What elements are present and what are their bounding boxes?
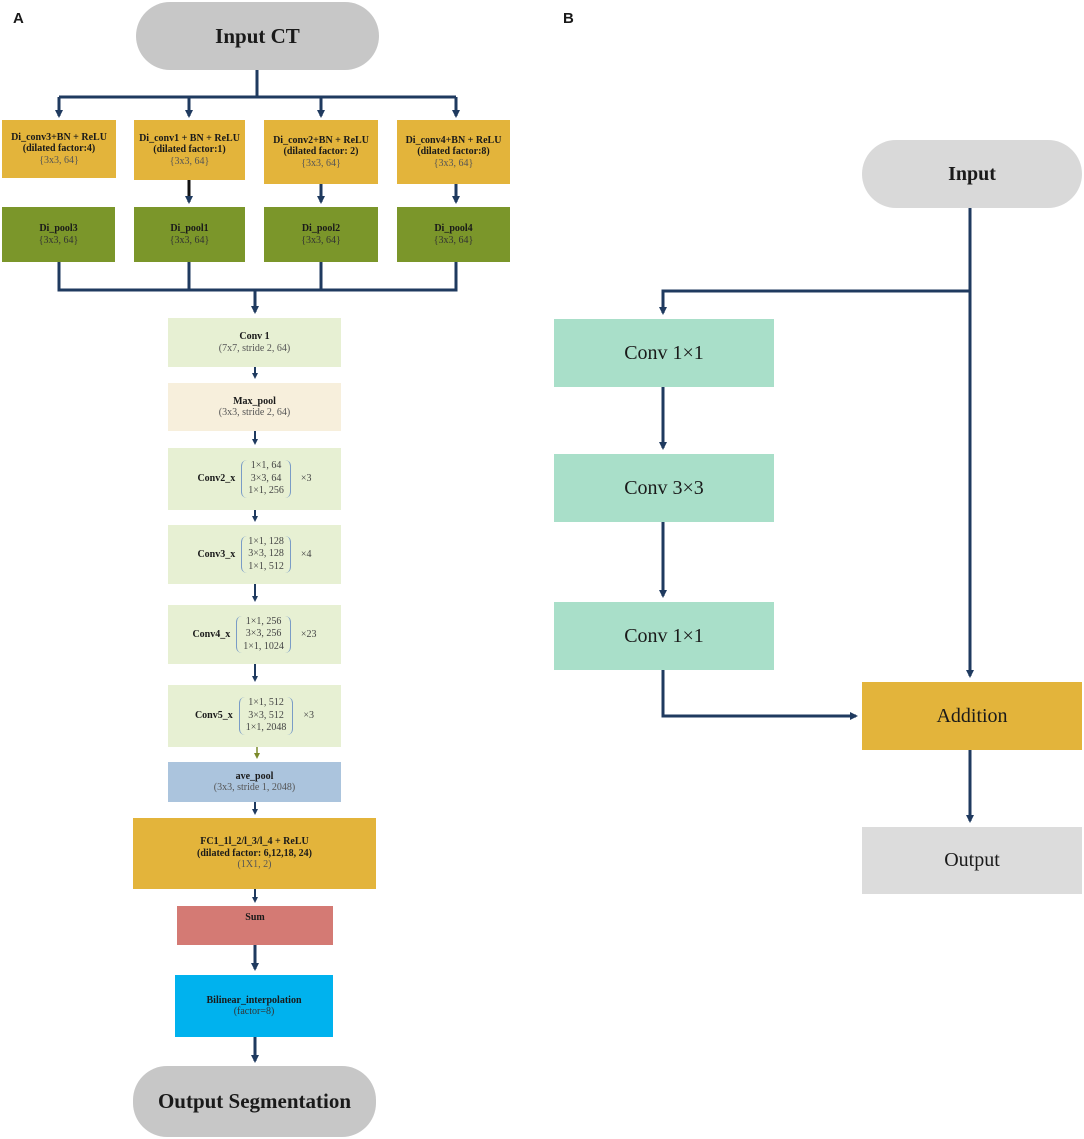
pool3-title: Di_pool3 xyxy=(39,223,78,234)
b-conv-b-label: Conv 3×3 xyxy=(624,476,704,499)
branch-conv2-shape: {3x3, 64} xyxy=(301,157,341,169)
input-ct-node: Input CT xyxy=(136,2,379,70)
b-conv-a-node: Conv 1×1 xyxy=(554,319,774,387)
branch-conv3-sub: (dilated factor:4) xyxy=(22,143,96,155)
maxpool-sub: (3x3, stride 2, 64) xyxy=(218,407,291,418)
avepool-sub: (3x3, stride 1, 2048) xyxy=(213,782,296,793)
branch-conv1-title: Di_conv1 + BN + ReLU xyxy=(139,132,240,144)
conv5x-row-1: 1×1, 512 xyxy=(248,697,284,709)
b-addition-label: Addition xyxy=(936,704,1008,727)
b-conv-c-node: Conv 1×1 xyxy=(554,602,774,670)
conv1-sub: (7x7, stride 2, 64) xyxy=(218,342,291,354)
conv3x-row-2: 3×3, 128 xyxy=(248,548,284,560)
branch-conv4-node: Di_conv4+BN + ReLU (dilated factor:8) {3… xyxy=(397,120,510,184)
branch-conv2-title: Di_conv2+BN + ReLU xyxy=(273,134,369,146)
bilinear-title: Bilinear_interpolation xyxy=(206,994,302,1006)
conv4x-name: Conv4_x xyxy=(192,628,231,640)
sum-node: Sum xyxy=(177,906,333,945)
pool4-node: Di_pool4 {3x3, 64} xyxy=(397,207,510,262)
fc-sub: (dilated factor: 6,12,18, 24) xyxy=(197,847,312,859)
conv2x-row-1: 1×1, 64 xyxy=(250,460,282,472)
conv3x-repeat: ×4 xyxy=(300,548,312,560)
conv4x-row-1: 1×1, 256 xyxy=(245,615,282,627)
merge-bus xyxy=(57,262,458,292)
avepool-title: ave_pool xyxy=(235,770,274,782)
conv2x-row-2: 3×3, 64 xyxy=(250,472,282,484)
conv3x-row-1: 1×1, 128 xyxy=(248,535,284,547)
conv4x-repeat: ×23 xyxy=(300,628,317,640)
conv4x-row-3: 1×1, 1024 xyxy=(243,640,284,652)
bilinear-sub: (factor=8) xyxy=(233,1006,275,1017)
output-segmentation-node: Output Segmentation xyxy=(133,1066,376,1137)
pool1-shape: {3x3, 64} xyxy=(169,234,210,246)
panel-a-label: A xyxy=(13,10,24,27)
branch-conv1-node: Di_conv1 + BN + ReLU (dilated factor:1) … xyxy=(134,120,245,180)
conv2x-matrix: 1×1, 64 3×3, 64 1×1, 256 xyxy=(241,460,291,498)
branch-conv4-sub: (dilated factor:8) xyxy=(417,146,490,158)
sum-label: Sum xyxy=(245,912,265,923)
conv3x-name: Conv3_x xyxy=(197,548,236,560)
pool1-node: Di_pool1 {3x3, 64} xyxy=(134,207,245,262)
fc-title: FC1_1l_2/l_3/l_4 + ReLU xyxy=(200,836,309,848)
b-addition-node: Addition xyxy=(862,682,1082,750)
pool4-shape: {3x3, 64} xyxy=(433,234,474,246)
conv2x-repeat: ×3 xyxy=(300,473,312,485)
branch-conv3-node: Di_conv3+BN + ReLU (dilated factor:4) {3… xyxy=(2,120,116,178)
pool2-shape: {3x3, 64} xyxy=(301,234,341,246)
branch-conv4-title: Di_conv4+BN + ReLU xyxy=(405,134,502,146)
conv5x-name: Conv5_x xyxy=(194,710,233,722)
pool3-shape: {3x3, 64} xyxy=(38,234,79,246)
conv5x-row-2: 3×3, 512 xyxy=(248,709,284,721)
maxpool-node: Max_pool (3x3, stride 2, 64) xyxy=(168,383,341,431)
b-arrow-convc-add xyxy=(661,670,858,720)
branch-conv2-node: Di_conv2+BN + ReLU (dilated factor: 2) {… xyxy=(264,120,378,184)
b-conv-b-node: Conv 3×3 xyxy=(554,454,774,522)
input-ct-label: Input CT xyxy=(215,23,300,48)
conv3x-node: Conv3_x 1×1, 128 3×3, 128 1×1, 512 ×4 xyxy=(168,525,341,584)
conv3x-matrix: 1×1, 128 3×3, 128 1×1, 512 xyxy=(241,535,291,574)
conv5x-node: Conv5_x 1×1, 512 3×3, 512 1×1, 2048 ×3 xyxy=(168,685,341,747)
pool3-node: Di_pool3 {3x3, 64} xyxy=(2,207,115,262)
fc-shape: (1X1, 2) xyxy=(237,859,272,871)
b-input-node: Input xyxy=(862,140,1082,208)
branch-conv3-shape: {3x3, 64} xyxy=(39,154,79,166)
fc-node: FC1_1l_2/l_3/l_4 + ReLU (dilated factor:… xyxy=(133,818,376,889)
conv4x-node: Conv4_x 1×1, 256 3×3, 256 1×1, 1024 ×23 xyxy=(168,605,341,664)
branch-conv1-sub: (dilated factor:1) xyxy=(153,144,226,156)
conv5x-row-3: 1×1, 2048 xyxy=(245,722,287,734)
maxpool-title: Max_pool xyxy=(233,395,276,407)
branch-conv4-shape: {3x3, 64} xyxy=(433,157,474,169)
b-conv-c-label: Conv 1×1 xyxy=(624,624,704,647)
conv5x-matrix: 1×1, 512 3×3, 512 1×1, 2048 xyxy=(238,697,294,735)
branch-conv3-title: Di_conv3+BN + ReLU xyxy=(11,131,107,143)
branch-conv2-sub: (dilated factor: 2) xyxy=(283,146,359,158)
output-segmentation-label: Output Segmentation xyxy=(157,1089,352,1114)
pool1-title: Di_pool1 xyxy=(170,223,209,234)
pool2-title: Di_pool2 xyxy=(301,223,341,234)
pool4-title: Di_pool4 xyxy=(434,223,473,234)
conv4x-matrix: 1×1, 256 3×3, 256 1×1, 1024 xyxy=(236,615,291,654)
panel-b-label: B xyxy=(563,10,574,27)
b-branch-bus xyxy=(659,289,970,315)
conv2x-row-3: 1×1, 256 xyxy=(248,485,284,497)
pool2-node: Di_pool2 {3x3, 64} xyxy=(264,207,378,262)
bilinear-node: Bilinear_interpolation (factor=8) xyxy=(175,975,333,1037)
avepool-node: ave_pool (3x3, stride 1, 2048) xyxy=(168,762,341,802)
conv1-title: Conv 1 xyxy=(239,331,270,342)
b-input-label: Input xyxy=(948,162,996,185)
conv2x-node: Conv2_x 1×1, 64 3×3, 64 1×1, 256 ×3 xyxy=(168,448,341,510)
conv2x-name: Conv2_x xyxy=(197,473,236,485)
conv5x-repeat: ×3 xyxy=(303,710,315,722)
b-output-label: Output xyxy=(944,849,1000,871)
b-output-node: Output xyxy=(862,827,1082,894)
conv4x-row-2: 3×3, 256 xyxy=(245,628,282,640)
b-conv-a-label: Conv 1×1 xyxy=(624,341,704,364)
conv3x-row-3: 1×1, 512 xyxy=(248,560,284,572)
conv1-node: Conv 1 (7x7, stride 2, 64) xyxy=(168,318,341,367)
branch-conv1-shape: {3x3, 64} xyxy=(169,155,210,167)
